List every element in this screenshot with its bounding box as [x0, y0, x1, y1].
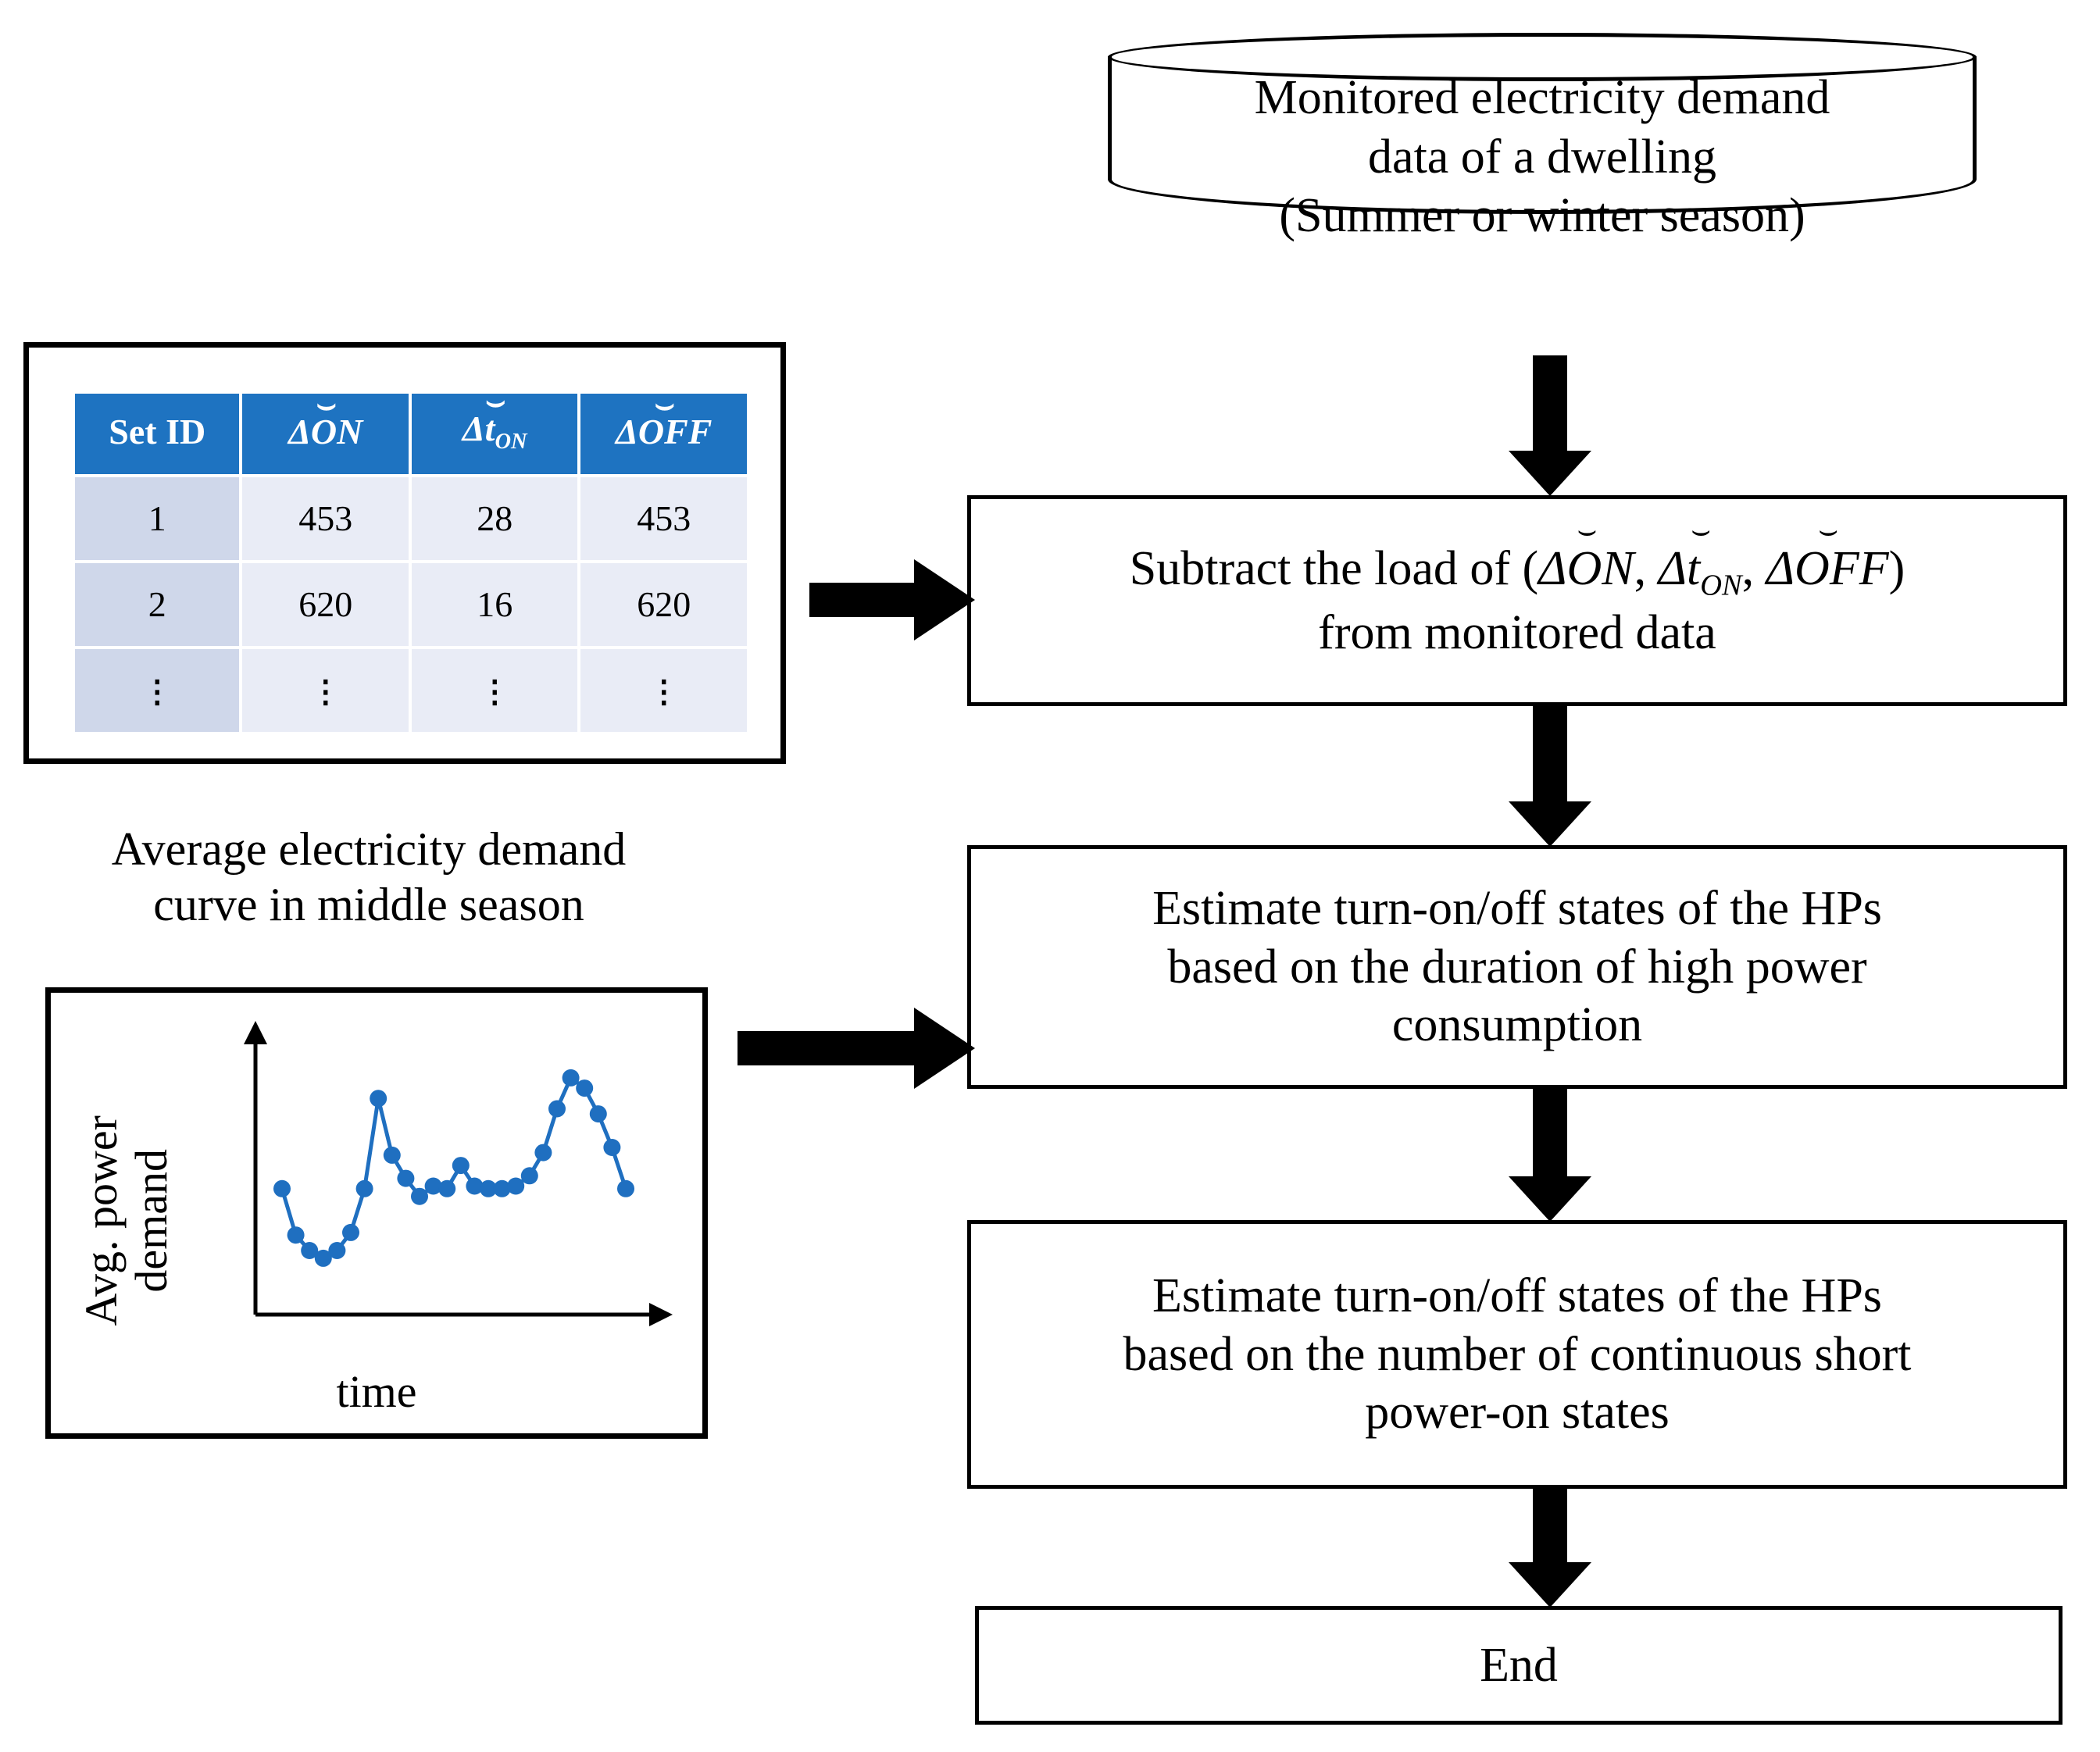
arrow-shaft	[1533, 355, 1567, 451]
demand-curve-card: Avg. power demand time	[45, 987, 708, 1439]
cell-delta-off: 620	[580, 562, 747, 646]
vertical-dots-icon: ⋮	[309, 673, 341, 709]
cylinder-top-ellipse	[1108, 33, 1977, 81]
arrow-table-to-subtract	[809, 559, 975, 640]
vertical-dots-icon: ⋮	[479, 673, 511, 709]
col-header-delta-off: ⌣ ΔOFF	[580, 387, 747, 474]
cell-set-id: 2	[75, 562, 240, 646]
subtract-term-1: ΔON	[1538, 542, 1634, 596]
subtract-prefix: Subtract the load of (	[1129, 542, 1539, 596]
cylinder-line3: (Summer or winter season)	[1279, 189, 1805, 243]
arrow-subtract-to-duration	[1509, 706, 1591, 847]
parameter-table-card: Set ID ⌣ ΔON ⌣ ΔtON ⌣	[23, 342, 786, 764]
duration-label: Estimate turn-on/off states of the HPs b…	[1152, 880, 1882, 1054]
arrow-shaft	[1533, 1489, 1567, 1562]
arrow-cylinder-to-subtract	[1509, 355, 1591, 496]
continuous-line1: Estimate turn-on/off states of the HPs	[1152, 1269, 1882, 1323]
continuous-line3: power-on states	[1365, 1386, 1670, 1440]
table-row: 1 453 28 453	[75, 476, 747, 560]
table-header-row: Set ID ⌣ ΔON ⌣ ΔtON ⌣	[75, 384, 747, 474]
continuous-label: Estimate turn-on/off states of the HPs b…	[1123, 1267, 1911, 1441]
cell-delta-t-on: 28	[411, 476, 578, 560]
tilde-accent-1: ⌣	[1577, 512, 1597, 548]
cell-delta-on: 453	[242, 476, 409, 560]
subtract-comma-2: ,	[1741, 542, 1766, 596]
arrow-shaft	[809, 583, 919, 617]
cylinder-line2: data of a dwelling	[1368, 130, 1716, 184]
terminator-end: End	[975, 1606, 2062, 1725]
tilde-accent-delta-on: ⌣	[316, 387, 337, 423]
subtract-term-2-sub: ON	[1700, 569, 1742, 602]
parameter-table: Set ID ⌣ ΔON ⌣ ΔtON ⌣	[72, 384, 750, 735]
vertical-dots-icon: ⋮	[141, 673, 173, 709]
chart-svg	[244, 1021, 673, 1326]
cell-set-id: 1	[75, 476, 240, 560]
chart-x-axis-label: time	[336, 1366, 417, 1417]
data-store-monitored-demand: Monitored electricity demand data of a d…	[1108, 33, 1977, 242]
cell-delta-t-on-ellipsis: ⋮	[411, 648, 578, 732]
arrow-shaft	[1533, 1089, 1567, 1176]
cylinder-line1: Monitored electricity demand	[1254, 71, 1830, 124]
duration-line1: Estimate turn-on/off states of the HPs	[1152, 882, 1882, 936]
subtract-line2: from monitored data	[1318, 605, 1716, 659]
chart-caption-line1: Average electricity demand	[111, 823, 627, 875]
continuous-line2: based on the number of continuous short	[1123, 1327, 1912, 1381]
cell-delta-t-on: 16	[411, 562, 578, 646]
table-row-ellipsis: ⋮ ⋮ ⋮ ⋮	[75, 648, 747, 732]
arrow-chart-to-duration	[738, 1008, 975, 1089]
arrow-head-down-icon	[1509, 451, 1591, 496]
subtract-term-3: ΔOFF	[1766, 542, 1889, 596]
col-header-delta-t-on-sub: ON	[495, 430, 527, 455]
duration-line2: based on the duration of high power	[1167, 940, 1867, 994]
col-header-set-id-label: Set ID	[109, 412, 206, 452]
arrow-head-down-icon	[1509, 1176, 1591, 1222]
tilde-accent-delta-off: ⌣	[654, 387, 675, 423]
arrow-head-right-icon	[914, 559, 975, 640]
col-header-set-id: Set ID	[75, 394, 240, 474]
cell-delta-off: 453	[580, 476, 747, 560]
cell-delta-off-ellipsis: ⋮	[580, 648, 747, 732]
cylinder-label: Monitored electricity demand data of a d…	[1108, 69, 1977, 246]
chart-caption: Average electricity demand curve in midd…	[17, 822, 720, 933]
duration-line3: consumption	[1391, 998, 1643, 1052]
subtract-comma-1: ,	[1634, 542, 1659, 596]
subtract-line1: Subtract the load of (⌣ΔON, ⌣ΔtON, ⌣ΔOFF…	[1129, 515, 1905, 604]
arrow-shaft	[738, 1031, 917, 1065]
arrow-shaft	[1533, 706, 1567, 801]
arrow-head-down-icon	[1509, 1562, 1591, 1607]
col-header-delta-t-on: ⌣ ΔtON	[411, 384, 578, 474]
process-estimate-by-duration: Estimate turn-on/off states of the HPs b…	[967, 845, 2067, 1089]
col-header-delta-on: ⌣ ΔON	[242, 387, 409, 474]
subtract-suffix: )	[1888, 542, 1905, 596]
cylinder-body	[1108, 56, 1977, 214]
tilde-accent-delta-t-on: ⌣	[485, 384, 505, 419]
process-estimate-by-continuous-short-on: Estimate turn-on/off states of the HPs b…	[967, 1220, 2067, 1489]
arrow-head-down-icon	[1509, 801, 1591, 847]
process-subtract-load: Subtract the load of (⌣ΔON, ⌣ΔtON, ⌣ΔOFF…	[967, 495, 2067, 706]
end-label: End	[1480, 1638, 1558, 1692]
cell-set-id-ellipsis: ⋮	[75, 648, 240, 732]
col-header-delta-off-base: ΔOFF	[616, 412, 712, 452]
arrow-head-right-icon	[914, 1008, 975, 1089]
arrow-continuous-to-end	[1509, 1489, 1591, 1607]
vertical-dots-icon: ⋮	[648, 673, 680, 709]
subtract-term-2: Δt	[1658, 542, 1701, 596]
tilde-accent-3: ⌣	[1817, 512, 1838, 548]
cell-delta-on: 620	[242, 562, 409, 646]
col-header-delta-t-on-base: Δt	[462, 409, 495, 448]
demand-line-chart	[235, 1021, 673, 1349]
arrow-duration-to-continuous	[1509, 1089, 1591, 1222]
tilde-accent-2: ⌣	[1691, 512, 1711, 548]
chart-y-axis-label: Avg. power demand	[76, 1115, 177, 1326]
col-header-delta-on-base: ΔON	[288, 412, 363, 452]
table-row: 2 620 16 620	[75, 562, 747, 646]
chart-caption-line2: curve in middle season	[153, 878, 584, 930]
subtract-label: Subtract the load of (⌣ΔON, ⌣ΔtON, ⌣ΔOFF…	[1129, 515, 1905, 662]
cell-delta-on-ellipsis: ⋮	[242, 648, 409, 732]
